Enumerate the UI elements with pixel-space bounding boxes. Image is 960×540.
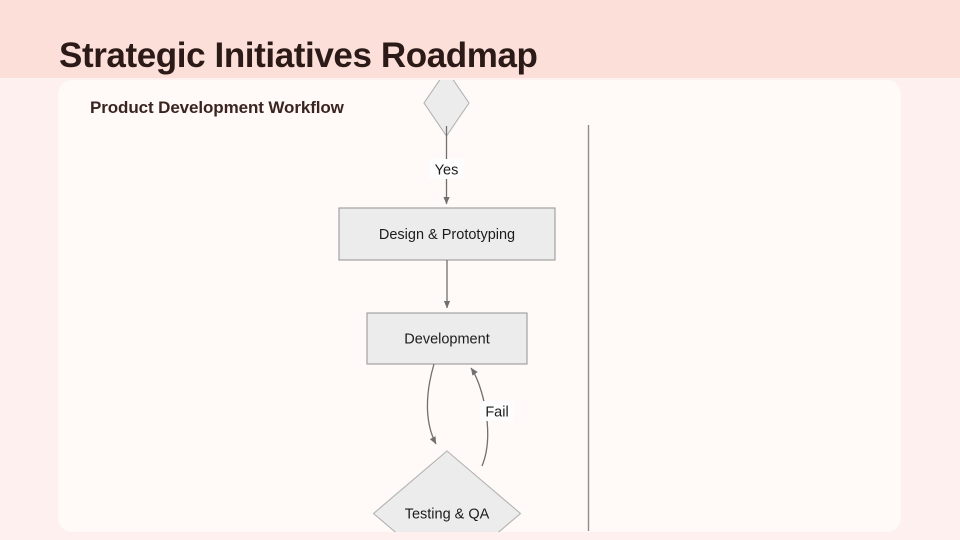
page-title: Strategic Initiatives Roadmap xyxy=(59,36,538,75)
node-development[interactable]: Development xyxy=(366,312,528,365)
card-subtitle: Product Development Workflow xyxy=(90,98,344,117)
design-prototyping-label: Design & Prototyping xyxy=(379,227,515,243)
design-prototyping-box xyxy=(338,207,556,261)
edge-yes-label: Yes xyxy=(435,163,459,179)
testing-qa-label: Testing & QA xyxy=(405,507,490,523)
flowchart-svg: Yes Design & Prototyping Development xyxy=(338,80,590,532)
edge-testing-to-development[interactable]: Fail xyxy=(470,367,514,467)
node-design-prototyping[interactable]: Design & Prototyping xyxy=(338,207,556,261)
development-label: Development xyxy=(404,332,489,348)
edge-fail-label-bg xyxy=(480,401,514,421)
node-testing-qa[interactable]: Testing & QA xyxy=(372,450,522,532)
edge-development-to-testing[interactable] xyxy=(426,363,437,445)
edge-fail-label: Fail xyxy=(485,405,508,421)
flowchart-canvas: Yes Design & Prototyping Development xyxy=(58,80,901,532)
testing-qa-shape xyxy=(372,450,522,532)
edge-yes[interactable]: Yes xyxy=(429,126,464,205)
edge-yes-label-bg xyxy=(429,159,464,179)
header-band: Strategic Initiatives Roadmap xyxy=(0,0,960,78)
edge-development-to-testing-line xyxy=(426,363,437,445)
development-box xyxy=(366,312,528,365)
slide-card: Product Development Workflow Yes Des xyxy=(58,80,901,532)
